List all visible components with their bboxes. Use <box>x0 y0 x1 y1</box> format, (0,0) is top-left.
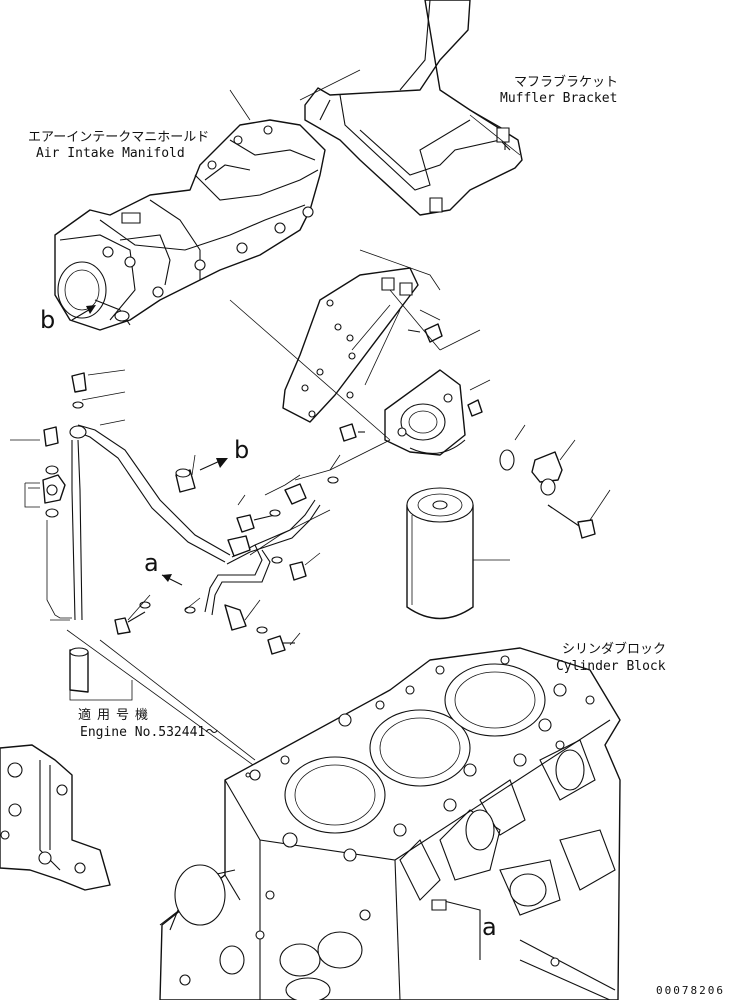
drawing-number: 00078206 <box>656 984 725 997</box>
muffler-bracket <box>305 0 522 215</box>
engine-number-label: Engine No.532441～ <box>80 725 219 740</box>
view-b-label-top: b <box>40 306 56 334</box>
eye-joint <box>43 469 195 503</box>
air-intake-label-en: Air Intake Manifold <box>36 146 185 161</box>
air-intake-manifold <box>55 120 325 330</box>
filter-cartridge <box>407 488 473 619</box>
relief-fitting <box>500 450 595 538</box>
cylinder-block-label-jp: シリンダブロック <box>562 642 667 657</box>
applicable-label-jp: 適用号機 <box>78 708 155 723</box>
air-intake-label-jp: エアーインテークマニホールド <box>28 130 210 145</box>
gear-case-bracket <box>0 745 110 890</box>
view-a-label-left: a <box>144 549 159 577</box>
muffler-bracket-label-en: Muffler Bracket <box>500 91 618 106</box>
muffler-bracket-label-jp: マフラブラケット <box>514 75 619 90</box>
view-a-label-bottom: a <box>482 913 497 941</box>
spacer <box>70 648 88 692</box>
filter-head <box>385 370 465 455</box>
cylinder-block <box>160 648 620 1000</box>
view-b-label-arrow: b <box>234 436 250 464</box>
oil-tubes <box>70 425 320 630</box>
mounting-plate <box>283 268 418 422</box>
cylinder-block-label-en: Cylinder Block <box>556 659 666 674</box>
